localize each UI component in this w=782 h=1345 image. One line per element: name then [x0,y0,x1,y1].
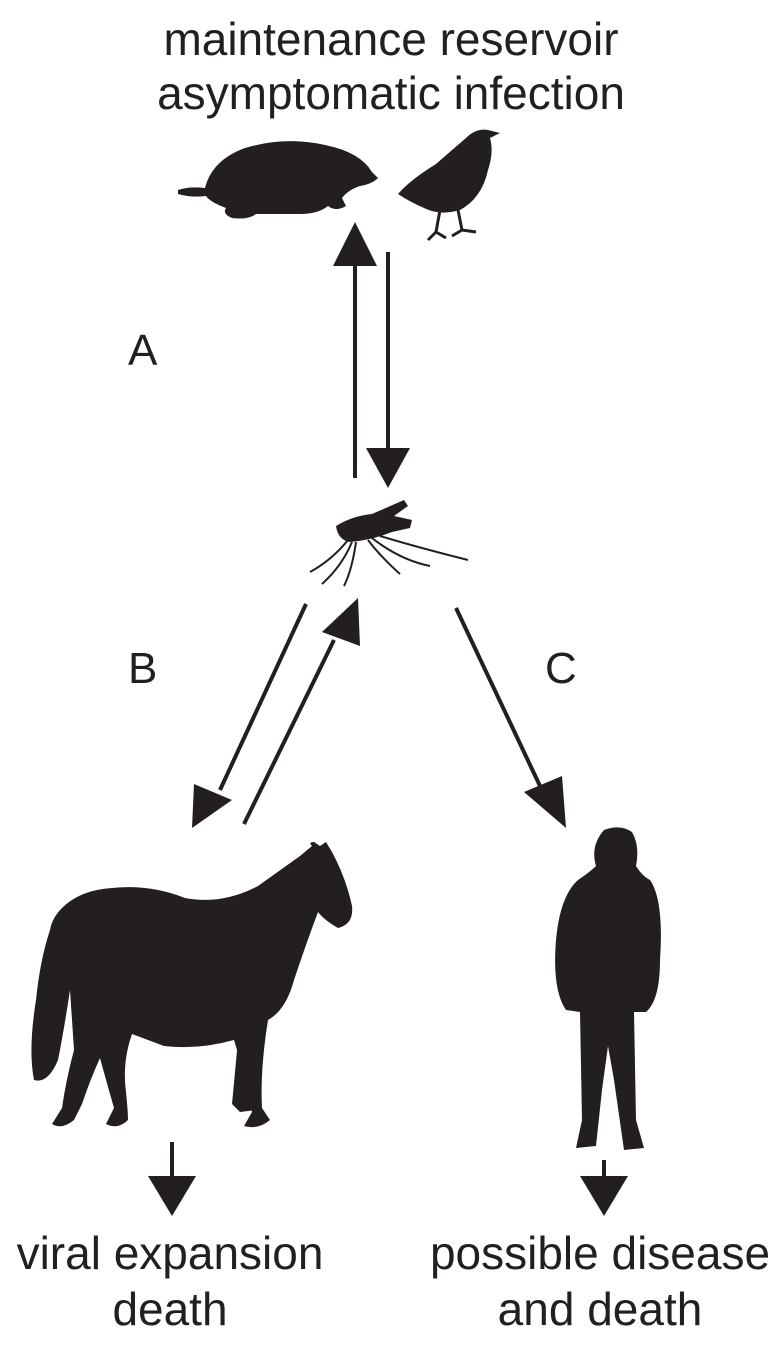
human-icon [555,827,661,1150]
arrow-mosquito-to-human [456,608,566,828]
arrow-mosquito-to-reservoir [333,222,377,478]
arrow-mosquito-to-horse [192,604,306,828]
arrow-horse-outcome [148,1142,196,1216]
bird-icon [398,130,500,240]
arrow-reservoir-to-mosquito [366,252,410,488]
horse-icon [31,842,352,1127]
rodent-icon [178,141,378,218]
arrow-human-outcome [580,1160,628,1216]
mosquito-icon [310,500,468,586]
arrow-horse-to-mosquito [244,598,360,824]
